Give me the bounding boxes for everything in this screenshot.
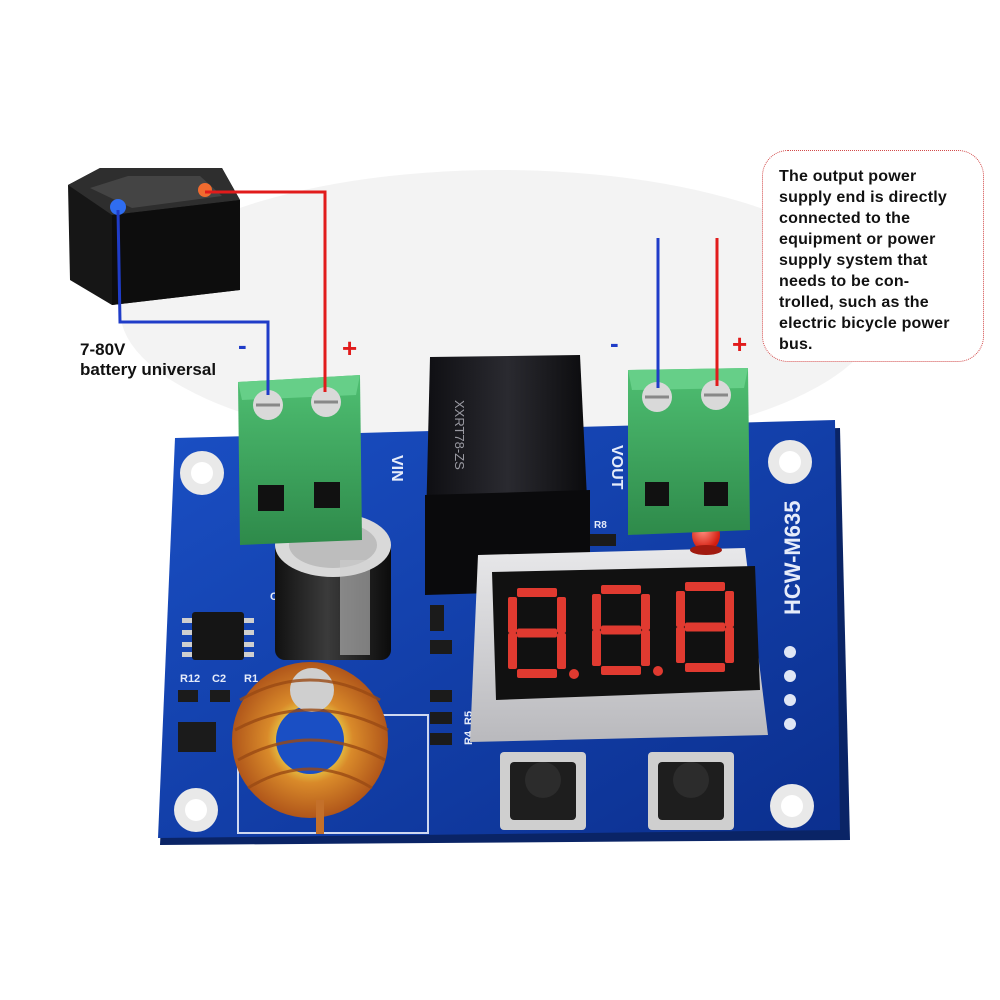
callout-line: supply end is directly [779, 189, 948, 206]
display-segment [517, 628, 557, 638]
display-decimal-point [569, 669, 579, 679]
ic-chip [182, 612, 254, 660]
display-segment [725, 591, 734, 627]
input-negative-wire [116, 209, 270, 395]
battery-positive-terminal [198, 183, 212, 197]
callout-line: The output power [779, 168, 917, 185]
wiring [116, 190, 719, 395]
display-segments [508, 582, 734, 679]
callout-line: connected to the [779, 210, 911, 227]
battery-negative-terminal [110, 199, 126, 215]
silk-r1: R1 [244, 673, 258, 685]
header-pads [784, 646, 796, 730]
display-segment [517, 669, 557, 678]
display-segment [676, 591, 685, 627]
vout-silk-label: VOUT [608, 445, 625, 490]
silk-r8: R8 [594, 520, 607, 531]
smd-components [178, 534, 616, 752]
push-button-left[interactable] [500, 752, 586, 830]
input-positive-wire [205, 190, 327, 392]
display-segment [517, 588, 557, 597]
battery-voltage-label: 7-80V [80, 340, 126, 359]
callout-text: The output power supply end is directly … [779, 166, 973, 355]
display-segment [641, 594, 650, 630]
callout-line: needs to be con- [779, 273, 910, 290]
callout-line: supply system that [779, 252, 928, 269]
mounting-hole-bottom-left [174, 788, 218, 832]
output-minus-sign: - [610, 328, 619, 358]
display-segment [676, 627, 685, 663]
display-segment [592, 594, 601, 630]
mounting-hole-top-right [768, 440, 812, 484]
display-segment [592, 630, 601, 666]
battery-usage-label: battery universal [80, 360, 217, 379]
display-segment [685, 582, 725, 591]
car-battery [68, 168, 240, 305]
display-segment [641, 630, 650, 666]
display-segment [685, 663, 725, 672]
callout-line: equipment or power [779, 231, 936, 248]
display-decimal-point [653, 666, 663, 676]
silk-r12: R12 [180, 673, 200, 685]
push-button-right[interactable] [648, 752, 734, 830]
battery-label: 7-80V battery universal [80, 340, 216, 380]
callout-line: bus. [779, 336, 813, 353]
display-segment [601, 625, 641, 635]
vin-silk-label: VIN [388, 455, 405, 482]
callout-line: trolled, such as the [779, 294, 929, 311]
board-model-label: HCW-M635 [780, 501, 805, 615]
callout-line: electric bicycle power [779, 315, 950, 332]
output-terminal-block [628, 368, 750, 535]
display-segment [557, 633, 566, 669]
display-segment [685, 622, 725, 632]
silk-c: C [270, 591, 278, 603]
output-plus-sign: + [732, 329, 748, 359]
relay-marking: XXRT78-ZS [452, 400, 467, 470]
output-callout: The output power supply end is directly … [762, 150, 984, 362]
toroid-inductor [232, 662, 389, 834]
input-plus-sign: + [342, 333, 358, 363]
display-segment [508, 597, 517, 633]
display-segment [508, 633, 517, 669]
input-terminal-block [238, 375, 362, 545]
display-segment [725, 627, 734, 663]
input-minus-sign: - [238, 330, 247, 360]
seven-segment-display [470, 548, 768, 742]
mounting-hole-bottom-right [770, 784, 814, 828]
display-segment [601, 585, 641, 594]
silk-c2: C2 [212, 673, 226, 685]
display-segment [601, 666, 641, 675]
display-segment [557, 597, 566, 633]
mounting-hole-top-left [180, 451, 224, 495]
